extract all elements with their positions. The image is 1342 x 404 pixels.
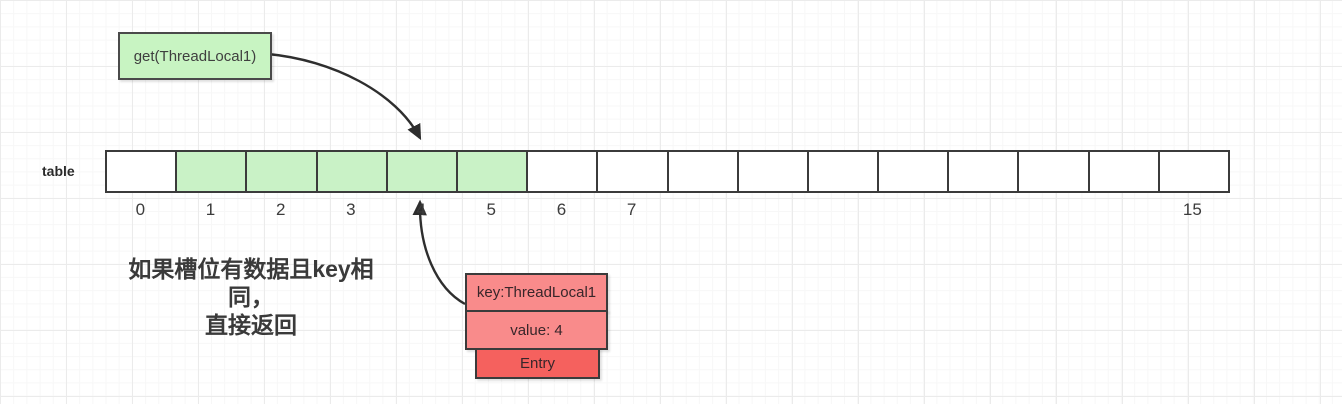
get-call-box: get(ThreadLocal1) (118, 32, 272, 80)
table-cell-10 (806, 150, 880, 193)
arrow-entry-to-slot4 (412, 199, 466, 306)
table-label: table (42, 163, 75, 179)
cell-index-label-5: 5 (486, 200, 497, 219)
table-cell-4: 4 (385, 150, 458, 219)
get-call-label: get(ThreadLocal1) (133, 47, 257, 65)
table-cell-1: 1 (175, 150, 248, 219)
entry-title-label: Entry (519, 355, 555, 372)
entry-value-box: value: 4 (465, 310, 608, 350)
entry-value-label: value: 4 (510, 321, 563, 339)
cell-index-label-7: 7 (626, 200, 637, 219)
annotation-line1: 如果槽位有数据且key相同， (128, 256, 374, 311)
cell-index-label-15: 15 (1182, 200, 1202, 219)
arrow-get-to-slot4 (267, 52, 422, 141)
table-cell-5: 5 (455, 150, 529, 219)
entry-key-label: key:ThreadLocal1 (476, 284, 597, 301)
table-cell-8 (666, 150, 739, 193)
table-cell-7: 7 (596, 150, 669, 219)
table-row: 0 1 2 3 4 5 6 7 15 (105, 150, 1230, 219)
table-cell-15: 15 (1157, 150, 1230, 219)
table-cell-2: 2 (245, 150, 318, 219)
cell-index-label-2: 2 (275, 200, 286, 219)
table-cell-11 (877, 150, 950, 193)
table-cell-0: 0 (105, 150, 178, 219)
cell-index-label-1: 1 (205, 200, 216, 219)
entry-key-box: key:ThreadLocal1 (465, 273, 608, 312)
table-cell-6: 6 (526, 150, 599, 219)
entry-title-box: Entry (475, 348, 600, 379)
annotation-line2: 直接返回 (205, 312, 297, 339)
table-cell-3: 3 (315, 150, 388, 219)
annotation-text: 如果槽位有数据且key相同， 直接返回 (118, 255, 384, 339)
table-cell-13 (1017, 150, 1090, 193)
table-cell-9 (736, 150, 809, 193)
cell-index-label-4: 4 (416, 200, 426, 219)
table-cell-14 (1087, 150, 1160, 193)
cell-index-label-0: 0 (135, 200, 146, 219)
table-cell-12 (947, 150, 1020, 193)
cell-index-label-6: 6 (556, 200, 567, 219)
cell-index-label-3: 3 (346, 200, 356, 219)
